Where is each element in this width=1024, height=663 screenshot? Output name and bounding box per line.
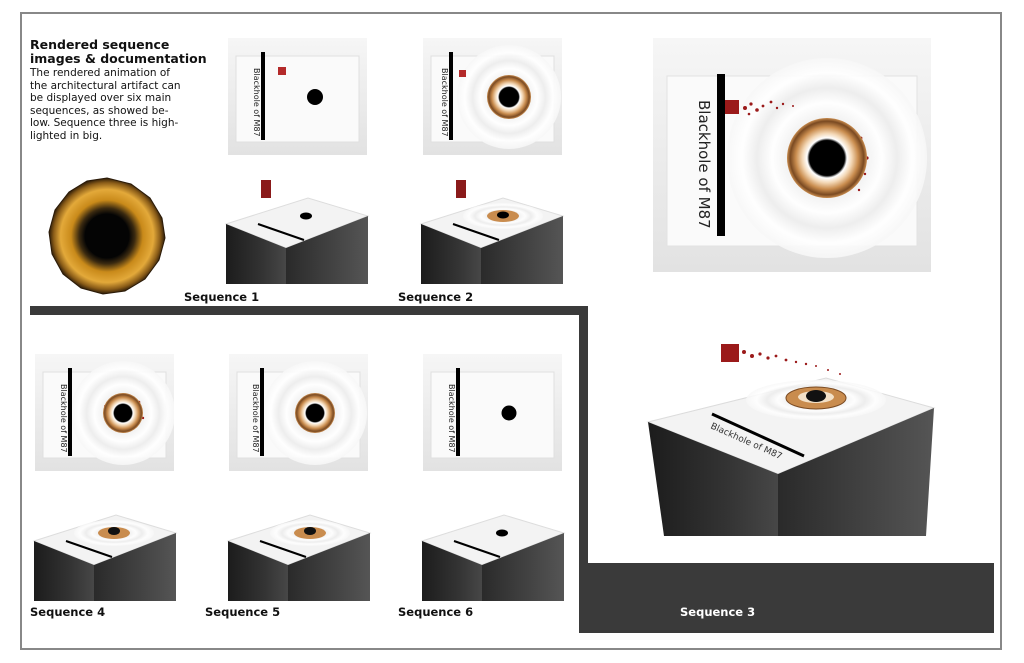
seq6-pedestal-view xyxy=(420,514,566,601)
sequence-3-label: Sequence 3 xyxy=(680,605,756,619)
divider-band-top xyxy=(30,306,588,315)
intro-body: The rendered animation of the architectu… xyxy=(30,67,220,142)
sequence-2-label: Sequence 2 xyxy=(398,290,474,304)
seq6-top-view: Blackhole of M87 xyxy=(423,354,562,471)
sequence-4-label: Sequence 4 xyxy=(30,605,106,619)
body-line: The rendered animation of xyxy=(30,67,170,79)
plaque-text: Blackhole of M87 xyxy=(440,68,449,137)
seq1-pedestal-view xyxy=(224,180,370,284)
sequence-5-label: Sequence 5 xyxy=(205,605,281,619)
page-frame xyxy=(20,12,1002,650)
seq4-top-view: Blackhole of M87 xyxy=(35,354,174,471)
body-line: be displayed over six main xyxy=(30,92,172,104)
heading-line-1: Rendered sequence xyxy=(30,37,170,52)
seq1-top-view: Blackhole of M87 xyxy=(228,38,367,155)
divider-band-vertical xyxy=(579,306,588,568)
plaque-text: Blackhole of M87 xyxy=(252,68,261,137)
body-line: the architectural artifact can xyxy=(30,79,181,92)
intro-heading: Rendered sequence images & documentation xyxy=(30,38,220,66)
plaque-text: Blackhole of M87 xyxy=(447,384,456,453)
sequence-6-label: Sequence 6 xyxy=(398,605,474,619)
heading-line-2: images & documentation xyxy=(30,51,207,66)
blackhole-render xyxy=(48,177,166,295)
seq2-pedestal-view xyxy=(419,180,565,284)
sequence-3-band xyxy=(579,563,994,633)
sequence-1-label: Sequence 1 xyxy=(184,290,260,304)
plaque-text: Blackhole of M87 xyxy=(695,100,713,229)
seq5-pedestal-view xyxy=(226,514,372,601)
seq5-top-view: Blackhole of M87 xyxy=(229,354,368,471)
body-line: sequences, as showed be- xyxy=(30,104,169,117)
seq2-top-view: Blackhole of M87 xyxy=(423,38,562,155)
seq3-pedestal-view-large: Blackhole of M87 xyxy=(646,344,936,536)
seq3-top-view-large: Blackhole of M87 xyxy=(653,38,931,272)
body-line: lighted in big. xyxy=(30,129,103,142)
plaque-text: Blackhole of M87 xyxy=(251,384,260,453)
plaque-text: Blackhole of M87 xyxy=(59,384,68,453)
body-line: low. Sequence three is high- xyxy=(30,117,179,129)
seq4-pedestal-view xyxy=(32,514,178,601)
intro-block: Rendered sequence images & documentation… xyxy=(30,38,220,142)
